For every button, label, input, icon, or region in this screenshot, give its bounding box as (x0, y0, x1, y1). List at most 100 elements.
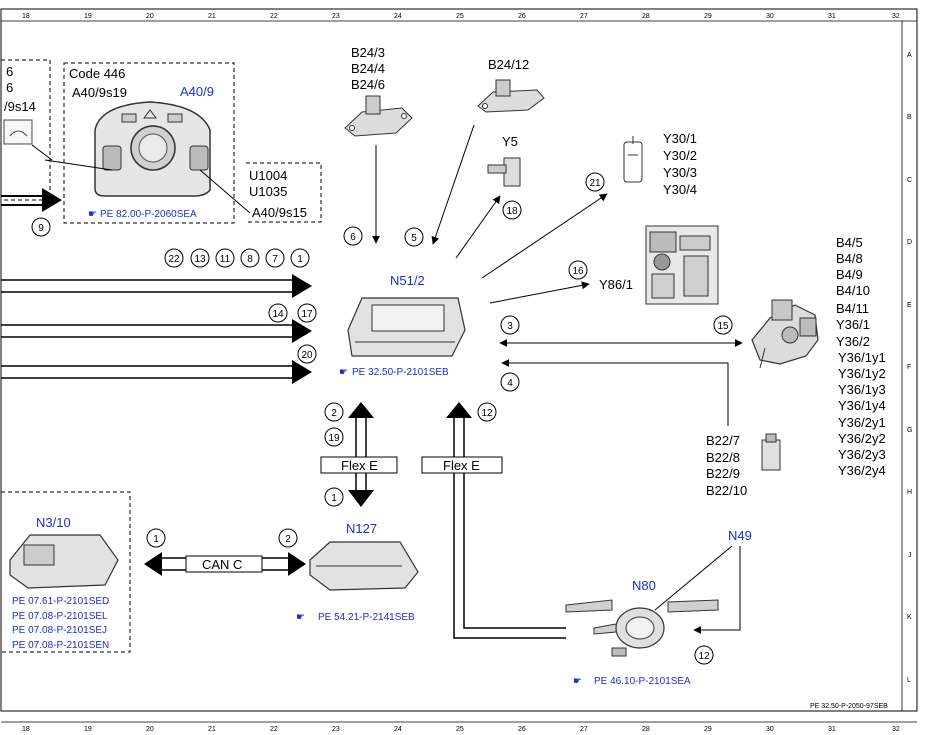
svg-text:17: 17 (301, 309, 313, 320)
col-bottom-27: 27 (580, 726, 588, 733)
n3-reference-2[interactable]: PE 07.08-P-2101SEL (12, 611, 108, 622)
a40-reference[interactable]: ☛ PE 82.00-P-2060SEA (88, 209, 197, 220)
col-bottom-24: 24 (394, 726, 402, 733)
svg-text:2: 2 (285, 534, 291, 545)
left-entry-arrow (1, 188, 62, 212)
svg-text:5: 5 (411, 233, 417, 244)
n3-reference-4[interactable]: PE 07.08-P-2101SEN (12, 640, 109, 651)
right-label-10: Y36/1y3 (838, 382, 886, 397)
col-bottom-20: 20 (146, 726, 154, 733)
row-j: J (908, 552, 912, 559)
n3-reference-3[interactable]: PE 07.08-P-2101SEJ (12, 625, 107, 636)
right-label-list: B4/5 B4/8 B4/9 B4/10 B4/11 Y36/1 Y36/2 Y… (836, 235, 886, 478)
n80-reference[interactable]: ☛ PE 46.10-P-2101SEA (573, 676, 691, 687)
left-label-1: 6 (6, 64, 13, 79)
col-top-21: 21 (208, 13, 216, 20)
col-top-22: 22 (270, 13, 278, 20)
left-label-2: 6 (6, 80, 13, 95)
col-bottom-19: 19 (84, 726, 92, 733)
col-top-24: 24 (394, 13, 402, 20)
col-top-32: 32 (892, 13, 900, 20)
can-c-bus: CAN C (144, 552, 306, 576)
marker-19: 19 (324, 427, 344, 447)
col-bottom-30: 30 (766, 726, 774, 733)
circle-markers: 9 22 13 11 8 7 1 14 17 20 6 5 18 21 16 3… (31, 172, 733, 665)
col-top-30: 30 (766, 13, 774, 20)
right-label-5: B4/11 (836, 301, 869, 316)
n51-reference[interactable]: ☛ PE 32.50-P-2101SEB (339, 367, 449, 378)
col-top-26: 26 (518, 13, 526, 20)
n51-reference-link[interactable]: PE 32.50-P-2101SEB (352, 367, 449, 378)
row-h: H (907, 489, 912, 496)
svg-text:12: 12 (481, 408, 493, 419)
right-label-6: Y36/1 (836, 317, 870, 332)
svg-text:21: 21 (589, 178, 601, 189)
svg-text:3: 3 (507, 321, 513, 332)
b24-12-label: B24/12 (488, 57, 529, 72)
hand-pointer-icon: ☛ (573, 676, 582, 687)
marker-17: 17 (297, 303, 317, 323)
n3-reference-1[interactable]: PE 07.61-P-2101SED (12, 596, 109, 607)
col-top-18: 18 (22, 13, 30, 20)
col-bottom-29: 29 (704, 726, 712, 733)
a40-switch-label: A40/9s19 (72, 85, 127, 100)
marker-11: 11 (215, 248, 235, 268)
b22-sensors: B22/7 B22/8 B22/9 B22/10 (501, 359, 781, 498)
row-g: G (907, 427, 912, 434)
right-label-3: B4/9 (836, 267, 863, 282)
n127-control-unit: N127 ☛ PE 54.21-P-2141SEB (296, 521, 419, 623)
col-top-25: 25 (456, 13, 464, 20)
b24-group: B24/3 B24/4 B24/6 (344, 45, 413, 244)
svg-text:2: 2 (331, 408, 337, 419)
n49-title: N49 (728, 528, 752, 543)
svg-text:1: 1 (153, 534, 159, 545)
y5-valve: Y5 (455, 134, 521, 259)
n51-control-unit: N51/2 ☛ PE 32.50-P-2101SEB (339, 273, 466, 378)
n80-title: N80 (632, 578, 656, 593)
n80-steering-module: N80 N49 ☛ PE 46.10-P-2101SEA (565, 528, 752, 687)
col-bottom-32: 32 (892, 726, 900, 733)
right-label-13: Y36/2y2 (838, 431, 886, 446)
right-label-15: Y36/2y4 (838, 463, 886, 478)
marker-1a: 1 (290, 248, 310, 268)
row-a: A (907, 52, 912, 59)
svg-text:4: 4 (507, 378, 513, 389)
flex-e-bus-2: Flex E (421, 402, 566, 639)
hand-pointer-icon: ☛ (339, 367, 348, 378)
right-label-4: B4/10 (836, 283, 870, 298)
col-bottom-26: 26 (518, 726, 526, 733)
right-label-2: B4/8 (836, 251, 863, 266)
can-c-label: CAN C (202, 557, 242, 572)
col-top-23: 23 (332, 13, 340, 20)
b24-label-1: B24/3 (351, 45, 385, 60)
footer-reference: PE 32.50-P-2050-97SEB (810, 703, 888, 710)
marker-20: 20 (297, 344, 317, 364)
left-partial-module: 6 6 /9s14 (1, 59, 53, 201)
col-bottom-28: 28 (642, 726, 650, 733)
b24-12-sensor-icon (477, 89, 545, 113)
svg-text:15: 15 (717, 321, 729, 332)
row-f: F (907, 364, 911, 371)
marker-18: 18 (502, 200, 522, 220)
col-top-28: 28 (642, 13, 650, 20)
n127-reference[interactable]: ☛ PE 54.21-P-2141SEB (296, 612, 415, 623)
marker-14: 14 (268, 303, 288, 323)
hand-pointer-icon: ☛ (88, 209, 97, 220)
right-label-9: Y36/1y2 (838, 366, 886, 381)
a40-switch2-label: A40/9s15 (252, 205, 307, 220)
grid-row-labels: A B C D E F G H J K L (907, 52, 912, 684)
row-e: E (907, 302, 912, 309)
n127-reference-link[interactable]: PE 54.21-P-2141SEB (318, 612, 415, 623)
marker-13: 13 (190, 248, 210, 268)
col-bottom-21: 21 (208, 726, 216, 733)
n80-reference-link[interactable]: PE 46.10-P-2101SEA (594, 676, 691, 687)
u-codes-box: U1004 U1035 A40/9s15 (246, 162, 322, 223)
svg-text:18: 18 (506, 206, 518, 217)
row-d: D (907, 239, 912, 246)
n127-title: N127 (346, 521, 377, 536)
n3-references: PE 07.61-P-2101SED PE 07.08-P-2101SEL PE… (12, 596, 109, 651)
y86-valve-block: Y86/1 (489, 225, 719, 305)
a40-reference-link[interactable]: PE 82.00-P-2060SEA (100, 209, 197, 220)
col-top-27: 27 (580, 13, 588, 20)
u-code-1: U1004 (249, 168, 287, 183)
